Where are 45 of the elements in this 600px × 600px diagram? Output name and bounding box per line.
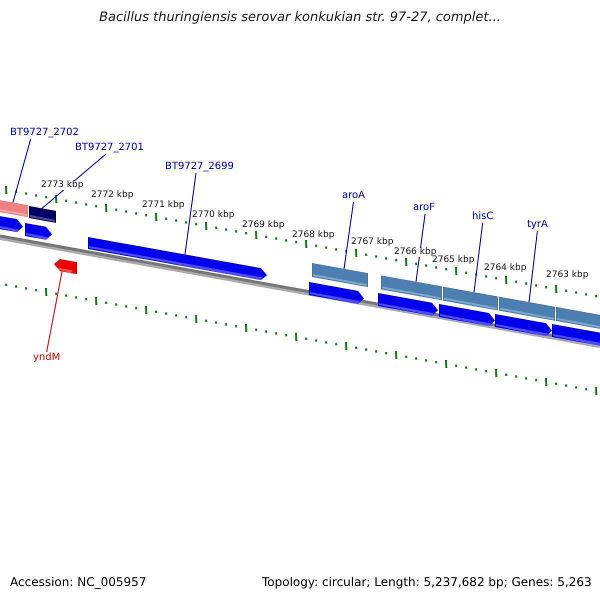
scale-label: 2767 kbp	[351, 238, 394, 247]
gene-band	[556, 306, 600, 330]
gene-feature	[54, 259, 77, 274]
leader-line	[12, 138, 32, 203]
gene-label: aroA	[342, 191, 365, 201]
gene-feature	[309, 282, 364, 304]
gene-band	[29, 206, 56, 223]
gene-label: BT9727_2702	[10, 128, 79, 138]
leader-line	[528, 230, 538, 303]
footer-text: Accession: NC_005957	[10, 576, 146, 588]
scale-label: 2764 kbp	[484, 264, 526, 273]
scale-label: 2772 kbp	[91, 191, 134, 200]
gene-feature	[25, 223, 52, 240]
scale-label: 2769 kbp	[242, 221, 284, 230]
map-title: Bacillus thuringiensis serovar konkukian str. 97-27, complet...	[98, 11, 502, 24]
scale-label: 2766 kbp	[394, 248, 436, 257]
leader-line	[184, 172, 196, 255]
scale-label: 2763 kbp	[546, 271, 588, 280]
gene-band	[381, 275, 442, 300]
gene-band	[499, 296, 555, 321]
scale-label: 2773 kbp	[41, 181, 84, 190]
leader-line	[344, 202, 354, 270]
gene-band	[0, 199, 28, 218]
gene-feature	[0, 215, 23, 232]
gene-label: aroF	[413, 203, 435, 213]
gene-label: BT9727_2701	[75, 143, 144, 153]
gene-feature	[495, 314, 552, 336]
gene-feature	[88, 237, 267, 280]
gene-band	[312, 263, 368, 288]
leader-line	[474, 222, 484, 293]
gene-feature	[439, 304, 495, 326]
scale-label: 2765 kbp	[432, 256, 474, 265]
gene-band	[443, 286, 498, 310]
gene-feature	[378, 293, 438, 316]
scale-label: 2768 kbp	[292, 231, 334, 240]
scale-label: 2770 kbp	[192, 211, 234, 220]
gene-label: hisC	[472, 212, 494, 222]
scale-label: 2771 kbp	[142, 201, 184, 210]
gene-label: yndM	[33, 353, 60, 363]
footer-text: Topology: circular; Length: 5,237,682 bp; Genes: 5,263	[262, 576, 592, 588]
gene-label: tyrA	[527, 220, 548, 230]
gene-label: BT9727_2699	[165, 162, 234, 172]
gene-feature	[552, 324, 600, 346]
leader-line	[46, 270, 62, 352]
leader-line	[416, 214, 426, 282]
